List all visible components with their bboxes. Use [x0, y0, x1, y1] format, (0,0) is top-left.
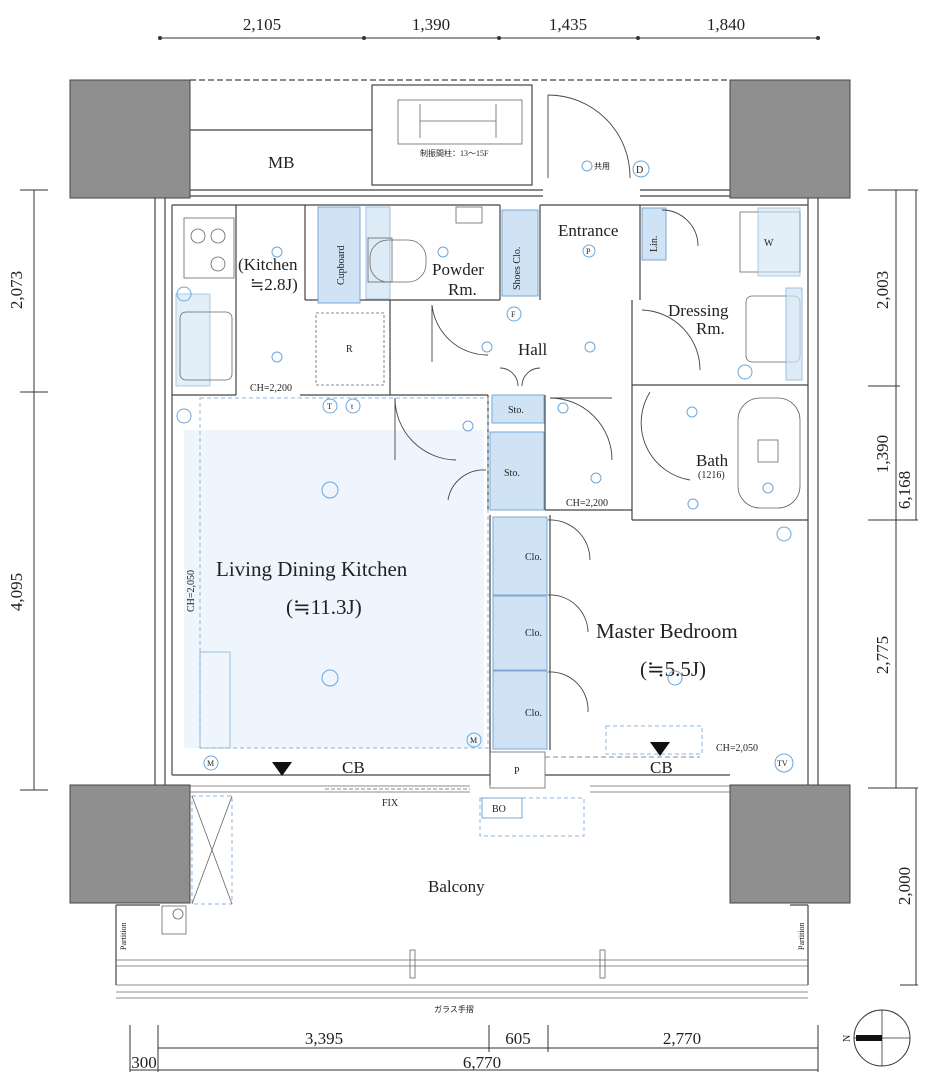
symbol-tv: TV	[777, 759, 788, 768]
ch-kitchen: CH=2,200	[250, 383, 292, 394]
dim-left-2: 4,095	[7, 573, 26, 611]
closet-1-label: Clo.	[525, 552, 542, 563]
dim-bottom-offset: 300	[131, 1053, 157, 1072]
pillar-top-left	[69, 79, 191, 199]
entrance-door[interactable]	[547, 94, 631, 179]
symbol-d: D	[636, 165, 643, 176]
linen	[641, 207, 667, 261]
ldk-size-label: (≒11.3J)	[286, 595, 362, 619]
kitchen-label-line1: (Kitchen	[238, 255, 298, 274]
pillar-bottom-left	[69, 784, 191, 904]
dim-top-2: 1,390	[412, 15, 450, 34]
storage-1-label: Sto.	[508, 405, 524, 416]
shared-label: 共用	[594, 162, 610, 171]
dim-right-4: 2,000	[895, 867, 914, 905]
mb-label: MB	[268, 153, 294, 172]
north-label: N	[842, 1035, 853, 1042]
closet-3	[492, 670, 548, 750]
bath-label: Bath	[696, 451, 729, 470]
cb-label-2: CB	[650, 758, 673, 777]
dim-bottom-total: 6,770	[463, 1053, 501, 1072]
ch-ldk: CH=2,050	[186, 570, 197, 612]
balcony-label: Balcony	[428, 877, 485, 896]
washer-label: W	[764, 238, 774, 249]
window-marker-1	[272, 762, 292, 776]
glass-handrail-label: ガラス手摺	[434, 1004, 474, 1014]
ldk-label: Living Dining Kitchen	[216, 557, 408, 581]
outdoor-unit	[481, 797, 523, 819]
kitchen	[175, 217, 385, 387]
closet-3-label: Clo.	[525, 708, 542, 719]
entrance-label: Entrance	[558, 221, 618, 240]
bo-label: BO	[492, 804, 506, 815]
dressing-room-label-line2: Rm.	[696, 319, 725, 338]
powder-room-fixtures	[365, 206, 483, 300]
storage-2-label: Sto.	[504, 468, 520, 479]
shoes-closet	[501, 209, 539, 297]
dim-top-3: 1,435	[549, 15, 587, 34]
master-bedroom-label: Master Bedroom	[596, 619, 738, 643]
ch-master: CH=2,050	[716, 743, 758, 754]
outdoor-unit-area	[479, 797, 585, 837]
symbol-t1: T	[327, 402, 332, 411]
damper-note: 制振間柱：13〜15F	[420, 148, 489, 158]
master-bedroom-size-label: (≒5.5J)	[640, 657, 706, 681]
ldk-floor	[184, 430, 484, 748]
pillar-top-right	[729, 79, 851, 199]
hall-label: Hall	[518, 340, 548, 359]
closet-2	[492, 595, 548, 671]
cupboard-label: Cupboard	[336, 246, 347, 285]
north-arrow	[853, 1009, 911, 1067]
dim-bottom-2: 605	[505, 1029, 531, 1048]
windows	[190, 751, 730, 793]
symbol-t2: t	[351, 402, 354, 411]
symbol-p: P	[586, 247, 591, 256]
dim-right-2: 1,390	[873, 435, 892, 473]
cupboard	[317, 206, 361, 304]
bath-size-label: (1216)	[698, 470, 725, 481]
storage-1	[491, 394, 545, 424]
pillar-bottom-right	[729, 784, 851, 904]
balcony	[115, 795, 809, 999]
dim-left-1: 2,073	[7, 271, 26, 309]
shoes-closet-label: Shoes Clo.	[512, 247, 523, 290]
refrigerator-label: R	[346, 344, 353, 355]
partition-label-2: Partition	[797, 922, 806, 950]
cb-label-1: CB	[342, 758, 365, 777]
bathtub	[737, 397, 801, 509]
dim-bottom-1: 3,395	[305, 1029, 343, 1048]
walls	[154, 79, 819, 785]
symbols: D 共用 P F T t M M TV	[176, 160, 794, 773]
partition-label-1: Partition	[119, 922, 128, 950]
storage-2	[489, 431, 545, 511]
ch-bath: CH=2,200	[566, 498, 608, 509]
symbol-m1: M	[207, 759, 214, 768]
dim-right-total: 6,168	[895, 471, 914, 509]
linen-label: Lin.	[649, 236, 660, 252]
powder-room-label-line1: Powder	[432, 260, 484, 279]
dim-bottom-3: 2,770	[663, 1029, 701, 1048]
powder-room-label-line2: Rm.	[448, 280, 477, 299]
symbol-m2: M	[470, 736, 477, 745]
dressing-room-label-line1: Dressing	[668, 301, 729, 320]
pipe-space-label: P	[514, 766, 520, 777]
interior-doors	[394, 209, 701, 713]
symbol-f: F	[511, 310, 516, 319]
partitions	[172, 204, 808, 785]
dimension-lines	[20, 36, 918, 1072]
closet-1	[492, 516, 548, 596]
fix-label: FIX	[382, 798, 399, 809]
closet-2-label: Clo.	[525, 628, 542, 639]
damper-box	[371, 84, 533, 186]
dim-right-3: 2,775	[873, 636, 892, 674]
kitchen-label-line2: ≒2.8J)	[250, 275, 298, 294]
dim-top-1: 2,105	[243, 15, 281, 34]
dim-right-1: 2,003	[873, 271, 892, 309]
dim-top-4: 1,840	[707, 15, 745, 34]
window-marker-2	[650, 742, 670, 756]
